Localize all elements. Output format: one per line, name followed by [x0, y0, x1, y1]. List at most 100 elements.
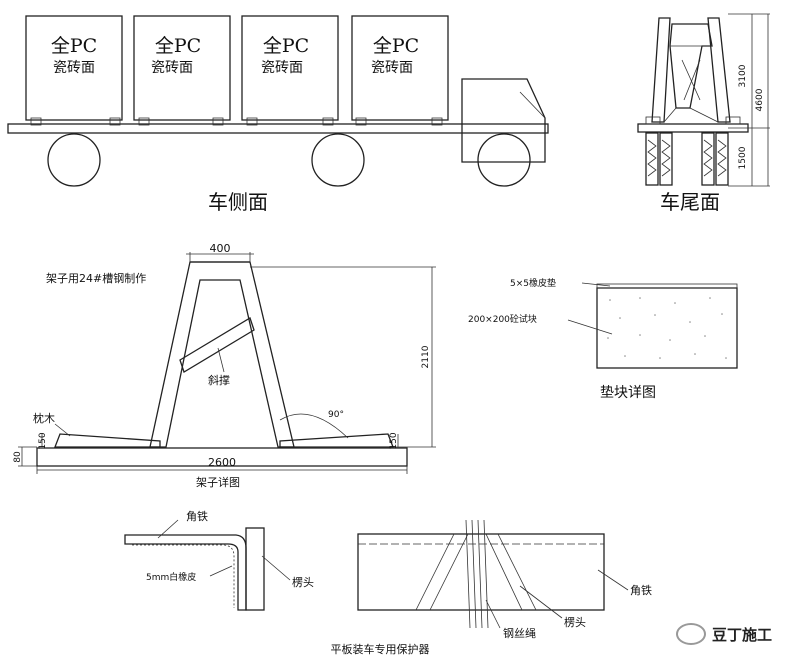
wire-rope — [465, 519, 489, 629]
support-pad — [30, 117, 42, 126]
rack-right-dim: 150 — [389, 432, 399, 449]
truck-rear-view: 3100 4600 1500 车尾面 — [637, 13, 770, 214]
wechat-icon — [675, 623, 706, 645]
rubber-profile — [132, 544, 235, 608]
box-1-main: 全PC — [51, 35, 97, 57]
support-pad — [322, 117, 334, 126]
rack-height-dimension — [250, 266, 436, 448]
truck-chassis — [7, 123, 549, 134]
rear-a-frame-left-outer — [651, 17, 671, 123]
rack-detail: 400 2110 90° 斜撑 枕木 150 150 80 — [13, 242, 436, 489]
rear-dim-lower: 1500 — [738, 146, 748, 169]
rear-brace — [683, 59, 701, 101]
rack-diagonal-brace — [179, 317, 255, 373]
support-pad — [109, 117, 121, 126]
protector-caption: 平板装车专用保护器 — [331, 642, 430, 656]
rack-top-dimension — [186, 252, 254, 262]
protector-strap-lines — [415, 533, 537, 611]
rear-brace — [681, 59, 701, 101]
protector-rubber: 5mm白橡皮 — [146, 571, 196, 583]
wood-block — [245, 527, 265, 611]
rear-brace — [663, 107, 677, 123]
angle-iron-leader — [157, 519, 179, 539]
protector-section: 角铁 5mm白橡皮 楞头 角铁 钢丝绳 楞头 平板装车专用保护器 — [124, 510, 652, 656]
protector-angle-iron: 角铁 — [186, 510, 208, 523]
rear-tyres-right — [701, 132, 729, 186]
panel-box-4 — [351, 15, 449, 121]
truck-side-view: 全PC 瓷砖面 全PC 瓷砖面 全PC 瓷砖面 全PC 瓷砖面 车侧面 — [7, 15, 549, 214]
box-4-main: 全PC — [373, 35, 419, 57]
box-3-sub: 瓷砖面 — [261, 60, 303, 76]
rear-dim-upper: 3100 — [738, 64, 748, 87]
cab-window-line — [519, 91, 546, 119]
rack-side-dims — [18, 434, 399, 467]
rear-dim-total: 4600 — [755, 88, 765, 111]
rubber-leader — [209, 565, 233, 577]
rack-caption: 架子详图 — [196, 475, 240, 489]
pillow-wood-right — [279, 433, 394, 448]
rack-pillow-label: 枕木 — [33, 411, 55, 425]
pillow-leader — [54, 423, 71, 437]
watermark-text: 豆丁施工 — [711, 625, 772, 644]
wood-leader — [261, 555, 291, 581]
pad-caption: 垫块详图 — [600, 385, 656, 401]
box-2-main: 全PC — [155, 35, 201, 57]
wheel-rear-1 — [47, 133, 101, 187]
protector-wood-2: 楞头 — [564, 615, 586, 629]
angle-iron-2-leader — [597, 569, 629, 591]
support-pad — [355, 117, 367, 126]
rubber-leader — [581, 282, 611, 287]
concrete-dots — [607, 297, 727, 359]
truck-side-caption: 车侧面 — [208, 190, 268, 214]
rear-a-frame-right-outer — [707, 17, 731, 123]
rear-tyres-left — [645, 132, 673, 186]
rack-bottom-dimension — [36, 466, 408, 474]
protector-angle-iron-2: 角铁 — [630, 584, 652, 597]
box-1-sub: 瓷砖面 — [53, 60, 95, 76]
concrete-block — [596, 287, 738, 369]
support-pad — [138, 117, 150, 126]
rear-pad — [725, 116, 741, 125]
box-3-main: 全PC — [263, 35, 309, 57]
wheel-front — [477, 133, 531, 187]
rear-dimension-lines — [728, 13, 770, 187]
pad-detail: 5×5橡皮垫 200×200砼试块 垫块详图 — [468, 277, 738, 401]
support-pad — [212, 117, 224, 126]
rack-angle: 90° — [328, 410, 344, 420]
rack-left-dim: 150 — [38, 432, 48, 449]
support-pad — [431, 117, 443, 126]
truck-rear-caption: 车尾面 — [660, 190, 720, 214]
angle-iron-profile — [124, 534, 247, 611]
pad-rubber-label: 5×5橡皮垫 — [510, 277, 556, 289]
watermark: 豆丁施工 — [675, 623, 772, 645]
brace-leader — [217, 347, 225, 373]
box-4-sub: 瓷砖面 — [371, 60, 413, 76]
box-2-sub: 瓷砖面 — [151, 60, 193, 76]
rack-brace-label: 斜撑 — [208, 373, 230, 387]
panel-box-2 — [133, 15, 231, 121]
wheel-rear-2 — [311, 133, 365, 187]
protector-wire-rope: 钢丝绳 — [503, 626, 536, 640]
rack-base-plate — [36, 447, 408, 467]
rack-note: 架子用24#槽钢制作 — [46, 272, 146, 285]
truck-cab — [461, 78, 546, 163]
rack-bottom-width: 2600 — [208, 456, 236, 469]
rack-base-dim: 80 — [13, 451, 23, 463]
pillow-wood-left — [54, 433, 161, 448]
rack-top-width: 400 — [210, 242, 231, 255]
rubber-pad — [596, 283, 738, 289]
wood-2-leader — [519, 585, 563, 619]
block-leader — [567, 319, 613, 335]
wire-rope-leader — [485, 599, 501, 629]
rack-angle-arc — [279, 413, 349, 439]
support-pad — [246, 117, 258, 126]
rear-a-frame-core — [669, 23, 713, 109]
rear-pad — [645, 116, 661, 125]
rack-height: 2110 — [421, 345, 431, 368]
rear-brace — [689, 107, 719, 123]
panel-box-1 — [25, 15, 123, 121]
rack-a-frame — [149, 261, 295, 448]
protector-wood: 楞头 — [292, 575, 314, 589]
pad-block-label: 200×200砼试块 — [468, 313, 537, 325]
